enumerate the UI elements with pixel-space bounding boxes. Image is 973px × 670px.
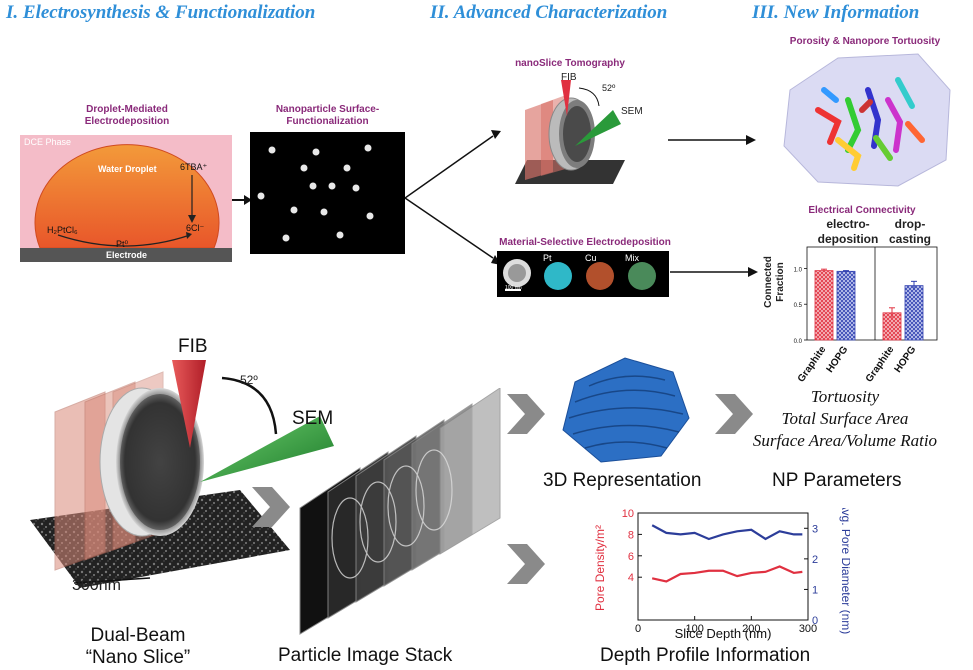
- depth-profile-caption: Depth Profile Information: [600, 645, 811, 666]
- dual-beam-illustration: [30, 360, 334, 588]
- arrow-right-icon: [232, 195, 252, 205]
- chevron-right-icon: [252, 487, 290, 527]
- pore-diameter-line: [651, 524, 803, 541]
- depth-xlabel: Slice Depth (nm): [675, 626, 772, 641]
- section-title-new-information: III. New Information: [752, 2, 920, 23]
- conn-xtick-label: Graphite: [864, 344, 897, 384]
- 3d-particle-illustration: [562, 357, 690, 463]
- 3d-rep-caption: 3D Representation: [543, 470, 702, 491]
- droplet-illustration: [20, 144, 232, 262]
- mse-scale-label: 100 nm: [505, 285, 522, 291]
- elec-conn-title: Electrical Connectivity: [808, 205, 916, 216]
- fib-label: FIB: [178, 336, 208, 357]
- scale-bar-label: 300nm: [72, 577, 121, 594]
- conn-ytick-label: 1.0: [794, 267, 803, 273]
- water-droplet-label: Water Droplet: [98, 164, 157, 174]
- angle-label: 52º: [240, 373, 258, 387]
- depth-ytick-left-label: 10: [622, 508, 634, 520]
- image-stack-illustration: [299, 388, 501, 635]
- dual-beam-caption: Dual-Beam “Nano Slice”: [85, 625, 191, 668]
- depth-xtick-label: 100: [685, 623, 703, 635]
- chevron-right-icon: [507, 394, 545, 434]
- np-func-title: Nanoparticle Surface- Functionalization: [275, 104, 380, 127]
- nanoslice-small-illustration: [515, 80, 625, 184]
- depth-ylabel-left: Pore Density/m²: [593, 525, 607, 611]
- mse-images: Pt Cu Mix 100 nm: [497, 251, 669, 297]
- conn-xtick-label: HOPG: [893, 344, 919, 375]
- depth-xtick-label: 200: [742, 623, 760, 635]
- group2-label: drop- casting: [888, 217, 931, 246]
- np-parameters-caption: NP Parameters: [772, 470, 902, 491]
- electrode-label: Electrode: [106, 250, 148, 260]
- cu-map-label: Cu: [585, 253, 597, 263]
- chloride-label: 6Cl⁻: [186, 223, 205, 233]
- np-parameters-list: Tortuosity Total Surface Area Surface Ar…: [752, 387, 938, 450]
- depth-xtick-label: 0: [635, 623, 641, 635]
- arrow-right-icon: [670, 267, 758, 277]
- depth-ytick-left-label: 8: [628, 529, 634, 541]
- droplet-diagram: DCE Phase Water Droplet 6TBA⁺ H₂PtCl₆ 6C…: [20, 135, 232, 262]
- nanoparticle-dots: [257, 144, 374, 242]
- depth-ytick-right-label: 2: [812, 554, 818, 566]
- h2ptcl6-label: H₂PtCl₆: [47, 225, 78, 235]
- branch-arrows-icon: [405, 130, 501, 265]
- nanoparticle-image: [250, 132, 405, 254]
- conn-ytick-label: 0.5: [794, 303, 803, 309]
- pt-map-label: Pt: [543, 253, 552, 263]
- porosity-title: Porosity & Nanopore Tortuosity: [789, 36, 941, 47]
- porosity-3d-illustration: [783, 53, 951, 187]
- mix-map-label: Mix: [625, 253, 639, 263]
- depth-xtick-label: 300: [799, 623, 817, 635]
- depth-ytick-left-label: 6: [628, 551, 634, 563]
- mse-maps: [503, 259, 656, 291]
- dce-phase-label: DCE Phase: [24, 137, 72, 147]
- section-title-characterization: II. Advanced Characterization: [430, 2, 668, 23]
- conn-plot-frame: [806, 246, 938, 341]
- sem-label: SEM: [292, 408, 334, 429]
- chevron-right-icon: [507, 544, 545, 584]
- fib-label-small: FIB: [561, 72, 577, 83]
- conn-bar: [904, 285, 924, 341]
- droplet-panel-title: Droplet-Mediated Electrodeposition: [84, 104, 170, 127]
- depth-ytick-right-label: 0: [812, 615, 818, 627]
- depth-plot-frame: [637, 512, 809, 621]
- depth-ytick-right-label: 3: [812, 523, 818, 535]
- mse-title: Material-Selective Electrodeposition: [499, 237, 671, 248]
- conn-xtick-label: Graphite: [796, 344, 829, 384]
- conn-bar: [836, 270, 856, 341]
- pore-density-line: [651, 565, 803, 583]
- image-stack-caption: Particle Image Stack: [278, 645, 453, 666]
- chevron-right-icon: [715, 394, 753, 434]
- depth-ylabel-right: Avg. Pore Diameter (nm): [839, 508, 850, 634]
- nanoslice-tomo-title: nanoSlice Tomography: [515, 58, 625, 69]
- depth-ytick-right-label: 1: [812, 584, 818, 596]
- section-title-electrosynthesis: I. Electrosynthesis & Functionalization: [6, 2, 316, 23]
- conn-xtick-label: HOPG: [825, 344, 851, 375]
- pt-label: Pt⁰: [116, 239, 129, 249]
- tba-label: 6TBA⁺: [180, 162, 208, 172]
- conn-bar: [814, 270, 834, 341]
- group1-label: electro- deposition: [817, 217, 879, 246]
- arrow-right-icon: [668, 135, 756, 145]
- conn-ytick-label: 0.0: [794, 339, 803, 345]
- sem-label-small: SEM: [621, 106, 643, 117]
- angle-label-small: 52º: [602, 83, 616, 93]
- depth-ytick-left-label: 4: [628, 572, 634, 584]
